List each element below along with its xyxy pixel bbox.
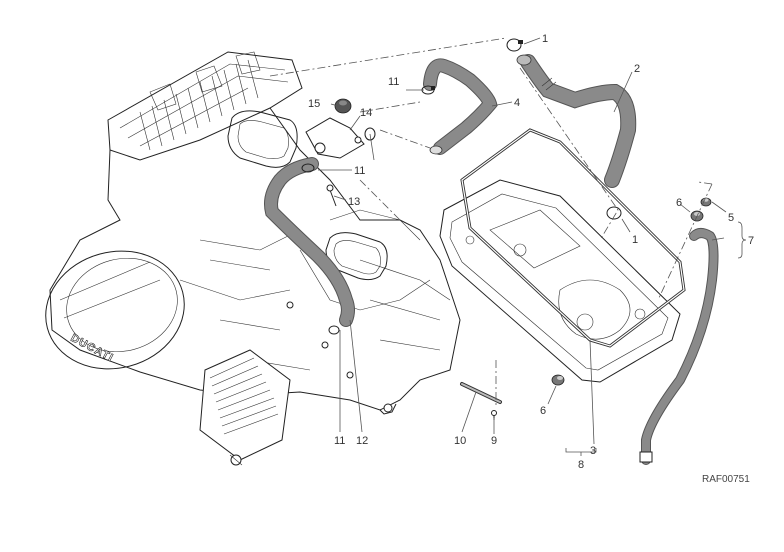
callout-12: 12 — [356, 435, 368, 447]
clamp-part-11-mid — [301, 163, 315, 173]
pin-part-10 — [460, 382, 502, 404]
clamp-part-11-bottom — [328, 325, 340, 335]
clamp-part-1-top — [506, 38, 523, 52]
valve-body-part-14 — [305, 117, 376, 159]
alignment-lines — [269, 37, 713, 408]
callout-7: 7 — [748, 235, 754, 247]
hose-part-2 — [516, 54, 637, 188]
screw-part-13 — [326, 184, 337, 207]
hose-part-12 — [264, 157, 355, 327]
callout-13: 13 — [348, 196, 360, 208]
cap-part-15 — [334, 98, 352, 114]
callout-2: 2 — [634, 63, 640, 75]
hose-part-4 — [423, 58, 498, 155]
reference-code: RAF00751 — [702, 474, 750, 485]
leader-lines — [318, 37, 747, 456]
hose-part-7 — [639, 228, 719, 465]
svg-text:DUCATI: DUCATI — [69, 332, 116, 365]
callout-11-mid: 11 — [354, 165, 365, 177]
callout-11-top: 11 — [388, 76, 399, 88]
callout-10: 10 — [454, 435, 466, 447]
callout-11-bottom: 11 — [334, 435, 345, 447]
callout-6-upper: 6 — [676, 197, 682, 209]
oil-cooler — [199, 349, 291, 461]
callout-1-cover: 1 — [632, 234, 638, 246]
callout-1-top: 1 — [542, 33, 548, 45]
grommet-part-6-lower — [551, 374, 565, 386]
valve-cover-gasket — [460, 128, 686, 348]
engine-block: DUCATI — [45, 51, 461, 466]
callout-5: 5 — [728, 212, 734, 224]
clamp-part-1-cover — [606, 206, 622, 220]
callout-14: 14 — [360, 107, 372, 119]
ducati-logo: DUCATI — [68, 332, 116, 365]
valve-cover — [439, 179, 681, 383]
callout-15: 15 — [308, 98, 320, 110]
callout-8: 8 — [578, 459, 584, 471]
callout-3: 3 — [590, 445, 596, 457]
callouts: 1 1 2 3 4 5 6 6 7 8 9 10 11 11 11 12 13 … — [308, 33, 754, 471]
callout-6-lower: 6 — [540, 405, 546, 417]
callout-9: 9 — [491, 435, 497, 447]
callout-4: 4 — [514, 97, 520, 109]
